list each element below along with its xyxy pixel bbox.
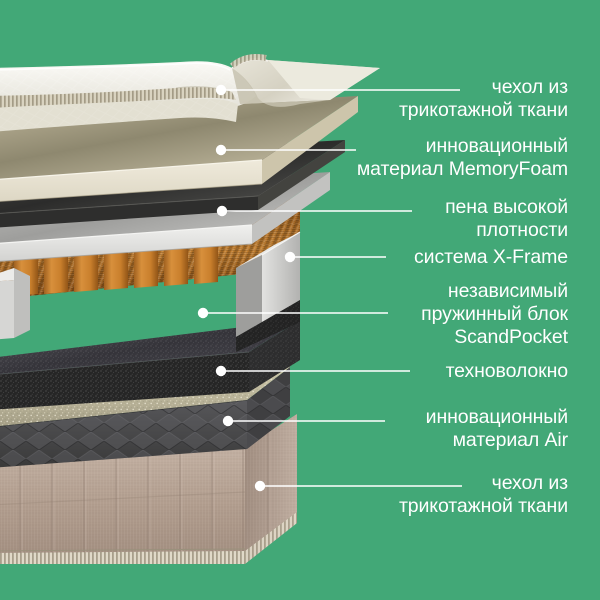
callout-dot-top-cover [215, 84, 227, 96]
callout-dot-air-material [222, 415, 234, 427]
callout-dot-memory-foam [215, 144, 227, 156]
callout-dot-bottom-cover [254, 480, 266, 492]
layer-diamond-quilt [0, 367, 290, 468]
layer-bottom-cover [0, 414, 297, 564]
callout-dot-scandpocket-springs [197, 307, 209, 319]
callout-dot-technofiber [215, 365, 227, 377]
layer-technofiber [0, 320, 300, 410]
callout-dot-x-frame [284, 251, 296, 263]
callout-dot-high-density-foam [216, 205, 228, 217]
callout-leaders [197, 84, 462, 492]
layer-top-cover [0, 54, 380, 132]
